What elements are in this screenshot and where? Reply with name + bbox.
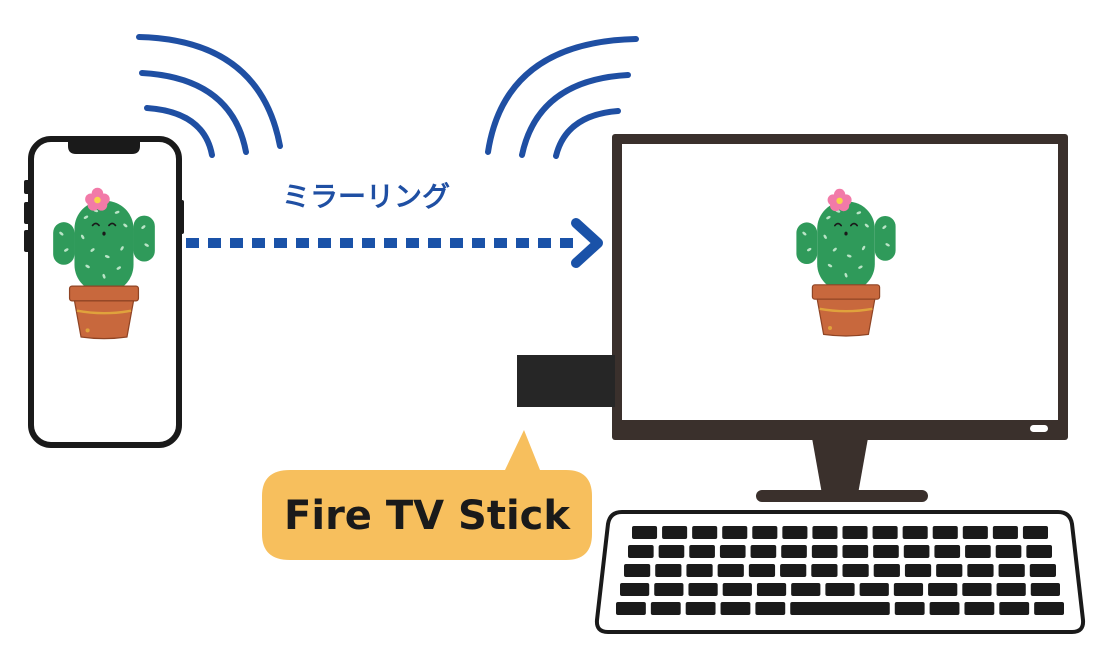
keyboard-key bbox=[620, 583, 650, 596]
keyboard-key bbox=[689, 545, 715, 558]
keyboard-key bbox=[658, 545, 685, 558]
keyboard-key bbox=[996, 583, 1026, 596]
keyboard-key bbox=[842, 545, 869, 558]
fire-tv-stick-callout: Fire TV Stick bbox=[262, 430, 592, 560]
keyboard-key bbox=[894, 602, 925, 615]
keyboard-key bbox=[688, 583, 718, 596]
keyboard-key bbox=[1022, 526, 1048, 539]
keyboard-key bbox=[992, 526, 1018, 539]
keyboard-key bbox=[873, 545, 899, 558]
keyboard-key bbox=[755, 602, 786, 615]
keyboard-key bbox=[929, 602, 960, 615]
keyboard-key bbox=[842, 526, 868, 539]
keyboard-key bbox=[842, 564, 869, 577]
keyboard-key bbox=[872, 526, 898, 539]
keyboard-key bbox=[624, 564, 651, 577]
keyboard-key bbox=[628, 545, 654, 558]
keyboard-key bbox=[632, 526, 658, 539]
monitor-icon bbox=[612, 134, 1068, 502]
keyboard-key bbox=[752, 526, 778, 539]
fire-tv-stick-label: Fire TV Stick bbox=[284, 493, 571, 539]
keyboard-key bbox=[825, 583, 855, 596]
keyboard-icon bbox=[594, 510, 1086, 634]
keyboard-key bbox=[1034, 602, 1064, 615]
smartphone-icon bbox=[24, 136, 184, 448]
keyboard-key bbox=[662, 526, 688, 539]
keyboard-key bbox=[893, 583, 924, 596]
keyboard-key bbox=[719, 545, 746, 558]
keyboard-key bbox=[790, 602, 890, 615]
keyboard-key bbox=[717, 564, 744, 577]
keyboard-key bbox=[903, 545, 930, 558]
keyboard-key bbox=[962, 583, 992, 596]
keyboard-key bbox=[722, 526, 748, 539]
keyboard-key bbox=[812, 526, 838, 539]
keyboard-key bbox=[965, 545, 991, 558]
keyboard-key bbox=[720, 602, 751, 615]
keyboard-key bbox=[750, 545, 777, 558]
keyboard-key bbox=[756, 583, 787, 596]
keyboard-key bbox=[859, 583, 889, 596]
mirroring-label: ミラーリング bbox=[282, 180, 450, 213]
fire-tv-stick-device bbox=[517, 355, 615, 407]
keyboard-key bbox=[781, 545, 807, 558]
wifi-right-icon bbox=[485, 36, 639, 159]
keyboard-key bbox=[932, 526, 958, 539]
keyboard-key bbox=[655, 564, 682, 577]
keyboard-key bbox=[654, 583, 684, 596]
keyboard-key bbox=[928, 583, 958, 596]
keyboard-key bbox=[962, 526, 988, 539]
keyboard-key bbox=[999, 602, 1030, 615]
keyboard-key bbox=[616, 602, 646, 615]
keyboard-key bbox=[686, 564, 713, 577]
keyboard-key bbox=[1026, 545, 1052, 558]
keyboard-key bbox=[811, 564, 838, 577]
keyboard-key bbox=[936, 564, 963, 577]
keyboard-key bbox=[964, 602, 995, 615]
keyboard-key bbox=[873, 564, 900, 577]
keyboard-key bbox=[1030, 583, 1060, 596]
keyboard-key bbox=[1029, 564, 1056, 577]
keyboard-key bbox=[904, 564, 932, 577]
keyboard-key bbox=[934, 545, 961, 558]
keyboard-key bbox=[998, 564, 1025, 577]
keyboard-key bbox=[995, 545, 1022, 558]
keyboard-key bbox=[967, 564, 994, 577]
keyboard-key bbox=[692, 526, 718, 539]
keyboard-key bbox=[650, 602, 681, 615]
keyboard-key bbox=[811, 545, 838, 558]
keyboard-key bbox=[748, 564, 776, 577]
keyboard-key bbox=[791, 583, 821, 596]
keyboard-key bbox=[902, 526, 928, 539]
keyboard-key bbox=[780, 564, 807, 577]
mirroring-arrow bbox=[186, 218, 603, 268]
keyboard-key bbox=[782, 526, 808, 539]
keyboard-key bbox=[722, 583, 752, 596]
keyboard-key bbox=[685, 602, 716, 615]
wifi-left-icon bbox=[136, 34, 283, 158]
